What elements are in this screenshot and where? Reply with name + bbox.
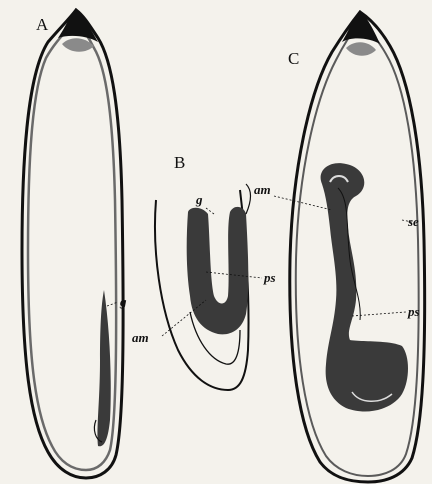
- panel-a-g-label: g: [119, 294, 127, 309]
- panel-a-label: A: [36, 15, 49, 34]
- panel-c-shell: [290, 12, 425, 482]
- panel-c-label: C: [288, 49, 299, 68]
- panel-c-egg: [290, 10, 425, 482]
- panel-c-am-label: am: [254, 182, 271, 197]
- panel-b-ps-label: ps: [263, 270, 276, 285]
- panel-c-am-leader: [274, 196, 332, 210]
- panel-a-egg: [22, 8, 123, 478]
- panel-a-germ-band: [97, 290, 110, 446]
- panel-b-inner-layer: [246, 184, 251, 214]
- panel-b-germ-band: [187, 207, 249, 334]
- panel-b-g-label: g: [195, 192, 203, 207]
- panel-b-label: B: [174, 153, 185, 172]
- panel-c-germ-band: [321, 163, 408, 411]
- panel-b-am-label: am: [132, 330, 149, 345]
- panel-c-cap-tissue: [346, 42, 376, 56]
- panel-c-ps-label: ps: [407, 304, 420, 319]
- panel-b-section: [155, 184, 251, 390]
- panel-c-se-label: se: [407, 214, 419, 229]
